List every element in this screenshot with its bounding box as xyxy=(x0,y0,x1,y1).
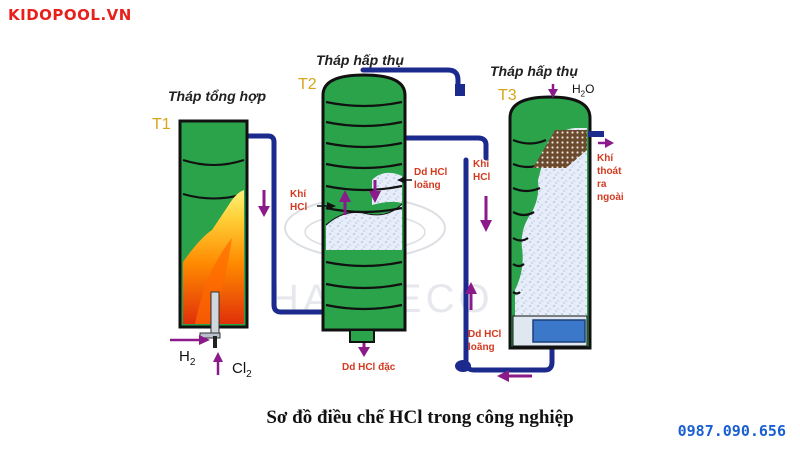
phone-number[interactable]: 0987.090.656 xyxy=(677,422,786,440)
diagram-caption: Sơ đồ điều chế HCl trong công nghiệp xyxy=(266,407,574,428)
t1-title: Tháp tổng hợp xyxy=(168,88,267,104)
arrow-dilute-in-t2 xyxy=(397,176,412,184)
arrow-gas-in-t2 xyxy=(317,202,336,210)
arrow-h2-in xyxy=(170,335,210,345)
t1-id: T1 xyxy=(152,116,171,133)
pipe-connector xyxy=(455,84,465,96)
brand-logo[interactable]: KIDOPOOL.VN xyxy=(8,6,132,24)
t3-id: T3 xyxy=(498,87,517,104)
tower-t2 xyxy=(321,73,407,343)
arrow-conc-out xyxy=(358,343,370,357)
arrow-gas-up-t2 xyxy=(339,190,351,215)
label-h2o: H2O xyxy=(572,82,595,99)
label-cl2: Cl2 xyxy=(232,360,252,380)
arrow-dilute-up xyxy=(465,282,477,310)
arrow-h2o-in xyxy=(548,84,558,98)
arrow-t1-down xyxy=(258,190,270,217)
label-dd-hcl-dac: Dd HCl đặc xyxy=(342,362,396,373)
arrow-cl2-in xyxy=(213,352,223,375)
t3-title: Tháp hấp thụ xyxy=(490,63,578,79)
t2-id: T2 xyxy=(298,76,317,93)
pipe-joint xyxy=(455,360,471,372)
tower-t3 xyxy=(508,95,604,350)
arrow-gas-out xyxy=(598,138,614,148)
arrow-bottom-left xyxy=(497,370,532,382)
label-h2: H2 xyxy=(179,348,196,368)
flow-arrows xyxy=(170,84,614,382)
arrow-liquid-down-t2 xyxy=(369,180,381,203)
arrow-hcl-down-t3 xyxy=(480,196,492,232)
t2-title: Tháp hấp thụ xyxy=(316,52,404,68)
tower-t1 xyxy=(178,119,249,348)
